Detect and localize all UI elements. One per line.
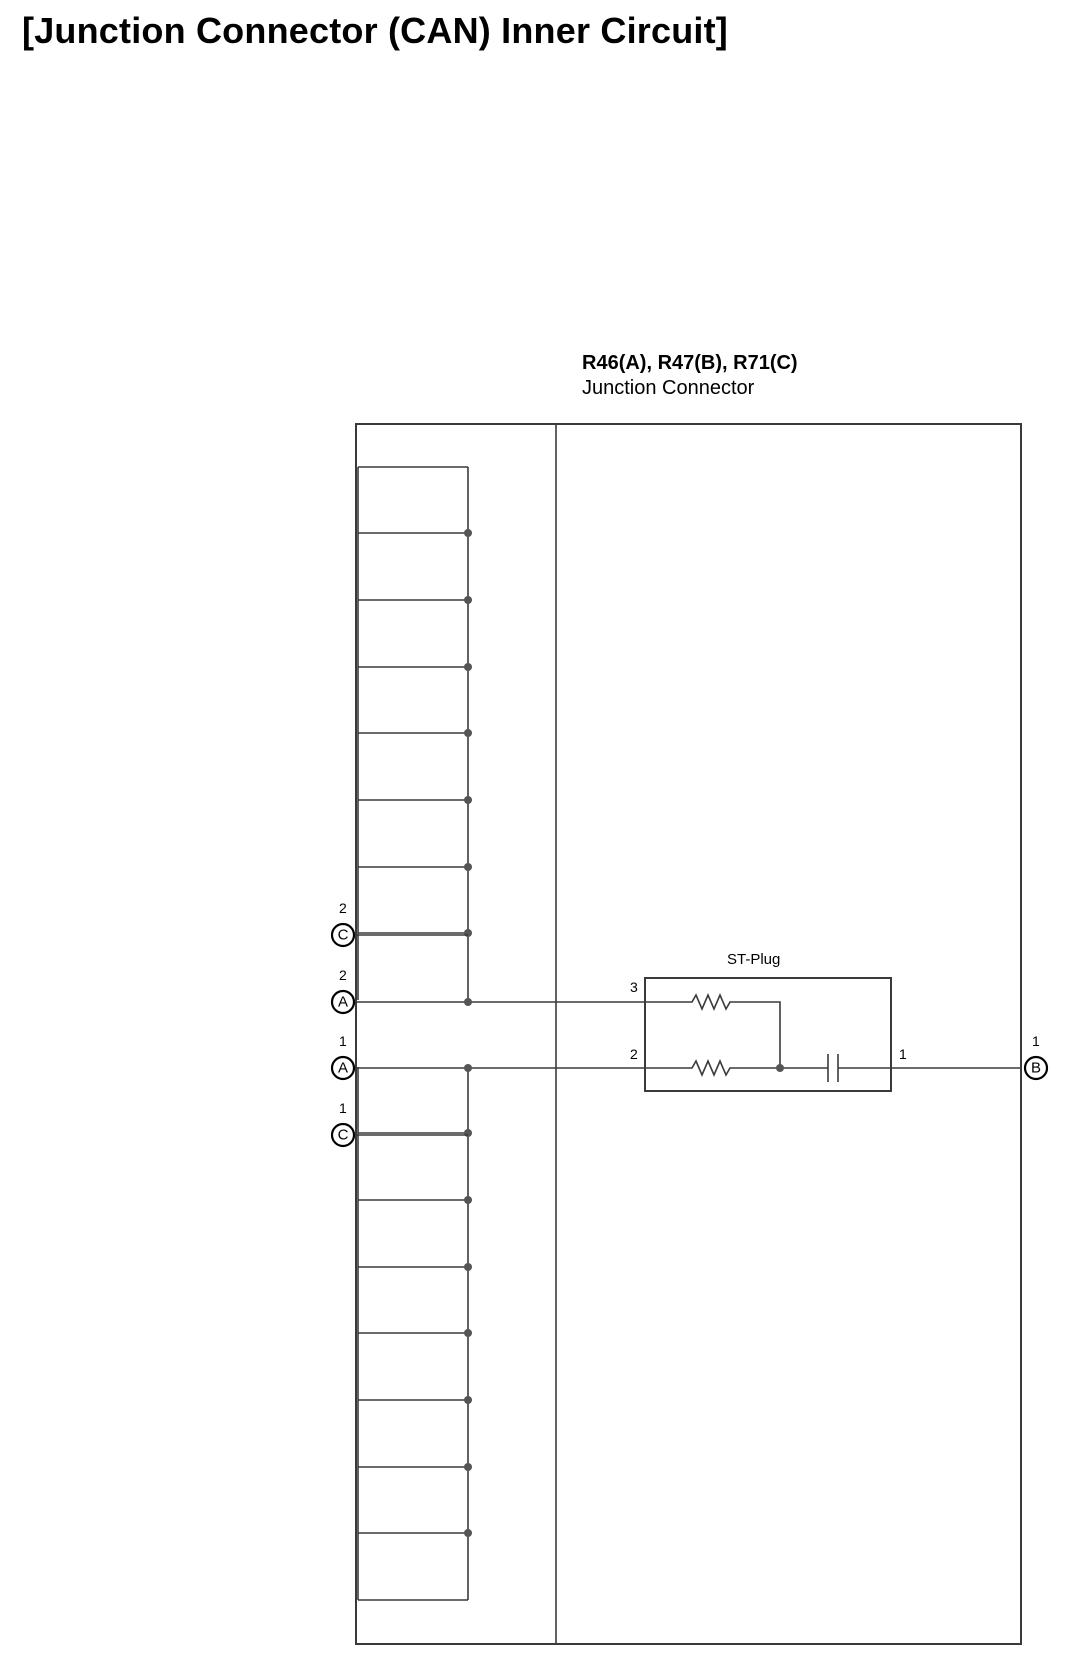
- resistor-bottom: [645, 1058, 828, 1078]
- svg-text:A: A: [338, 994, 348, 1011]
- terminal-a-1: 1 A: [330, 1033, 356, 1081]
- st-plug: ST-Plug 3 2 1: [630, 951, 907, 1092]
- svg-text:B: B: [1031, 1060, 1041, 1077]
- svg-text:2: 2: [339, 967, 347, 983]
- svg-text:A: A: [338, 1060, 348, 1077]
- branch-junction-dot: [776, 1064, 784, 1072]
- terminal-a-2: 2 A: [330, 967, 356, 1015]
- terminal-c-2: 2 C: [330, 900, 356, 948]
- st-plug-label: ST-Plug: [727, 951, 780, 968]
- st-plug-pin-1: 1: [899, 1046, 907, 1062]
- svg-text:2: 2: [339, 900, 347, 916]
- connector-description: Junction Connector: [582, 377, 755, 399]
- svg-text:C: C: [338, 1127, 349, 1144]
- upper-bus: [357, 466, 472, 1000]
- st-plug-pin-3: 3: [630, 979, 638, 995]
- terminal-c-1: 1 C: [330, 1100, 356, 1148]
- connector-name: R46(A), R47(B), R71(C): [582, 352, 798, 374]
- capacitor: [827, 1054, 891, 1082]
- svg-text:1: 1: [1032, 1033, 1040, 1049]
- svg-text:1: 1: [339, 1100, 347, 1116]
- junction-connector-frame: [355, 423, 1022, 1645]
- svg-text:1: 1: [339, 1033, 347, 1049]
- page-title: [Junction Connector (CAN) Inner Circuit]: [22, 10, 728, 51]
- lower-bus: [357, 1067, 472, 1601]
- terminal-b-1: 1 B: [1023, 1033, 1049, 1081]
- resistor-top: [645, 992, 781, 1068]
- svg-text:C: C: [338, 927, 349, 944]
- st-plug-pin-2: 2: [630, 1046, 638, 1062]
